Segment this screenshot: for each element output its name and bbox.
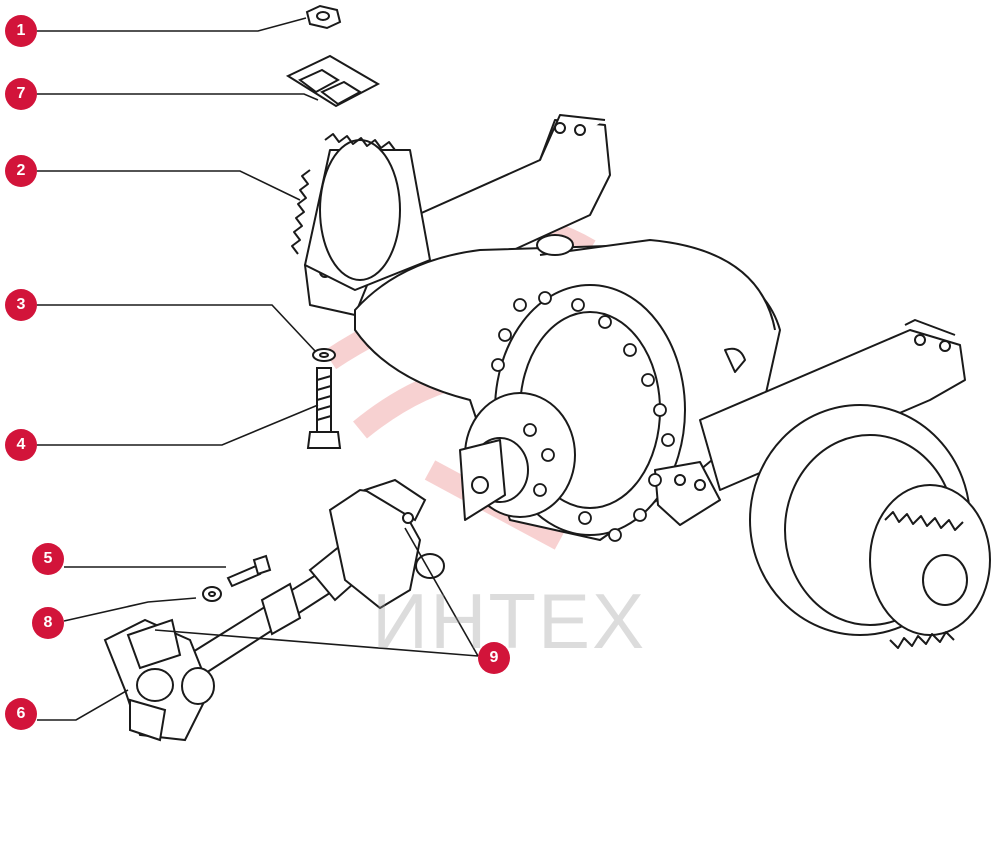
- callout-9[interactable]: 9: [478, 642, 510, 674]
- callout-4[interactable]: 4: [5, 429, 37, 461]
- lock-plate-part: [285, 54, 381, 108]
- callout-1[interactable]: 1: [5, 15, 37, 47]
- leader-lines: [37, 17, 479, 721]
- propeller-shaft: [103, 478, 445, 742]
- bolt-part: [306, 367, 342, 449]
- callout-3[interactable]: 3: [5, 289, 37, 321]
- small-bolt-part: [226, 554, 272, 588]
- washer-part: [312, 348, 336, 362]
- small-washer-part: [202, 586, 222, 602]
- flange-bolts: [491, 291, 675, 542]
- axle-housing: [291, 114, 991, 649]
- callout-5[interactable]: 5: [32, 543, 64, 575]
- callout-8[interactable]: 8: [32, 607, 64, 639]
- callout-2[interactable]: 2: [5, 155, 37, 187]
- callout-7[interactable]: 7: [5, 78, 37, 110]
- nut-part: [305, 4, 342, 30]
- callout-6[interactable]: 6: [5, 698, 37, 730]
